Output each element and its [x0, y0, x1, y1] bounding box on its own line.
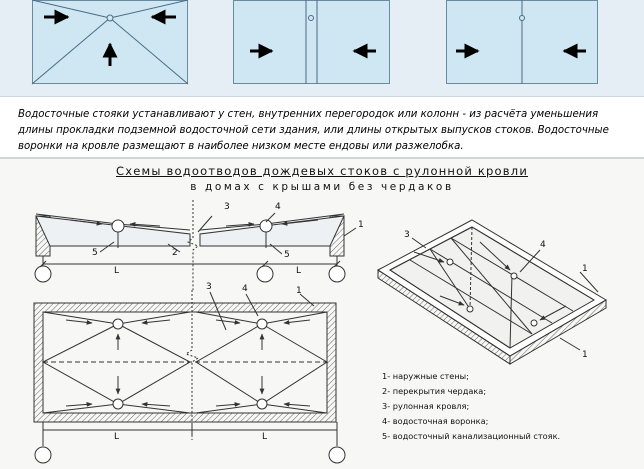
callout-5-left: 5 — [92, 248, 98, 258]
callout-2-section: 2 — [172, 248, 178, 258]
top-panels-drawing — [31, 0, 586, 85]
callout-1-section: 1 — [358, 220, 364, 230]
legend-item-5: 5- водосточный канализационный стояк. — [382, 431, 561, 441]
span-label-plan-right: L — [262, 432, 268, 442]
legend-item-3: 3- рулонная кровля; — [382, 401, 470, 411]
legend-item-1: 1- наружные стены; — [382, 371, 469, 381]
diagram-subtitle: в домах с крышами без чердаков — [190, 181, 454, 193]
roof-slab-left — [35, 215, 191, 247]
callout-1-plan: 1 — [296, 286, 302, 296]
callout-4-section: 4 — [275, 202, 281, 212]
callout-4-plan: 4 — [242, 284, 248, 294]
caption-paragraph: Водосточные стояки устанавливают у стен,… — [18, 109, 609, 152]
section-view — [34, 200, 357, 290]
roof-slab-right — [199, 215, 345, 247]
callout-5-right: 5 — [284, 250, 290, 260]
callout-1-iso-bottom: 1 — [582, 350, 588, 360]
roof-panel-two-door — [233, 0, 390, 84]
span-label-plan-left: L — [114, 432, 120, 442]
legend-item-2: 2- перекрытия чердака; — [382, 386, 487, 396]
callout-3-iso: 3 — [404, 230, 410, 240]
envelope-valley-lines — [31, 0, 189, 85]
funnel-marker-right — [519, 15, 525, 21]
span-label-section-right: L — [296, 266, 302, 276]
funnel-left — [111, 219, 125, 233]
funnel-marker-mid — [308, 15, 314, 21]
funnel-marker-top — [106, 14, 114, 22]
span-label-section-left: L — [114, 266, 120, 276]
diagram-title: Схемы водоотводов дождевых стоков с руло… — [115, 164, 528, 178]
callout-1-iso-top: 1 — [582, 264, 588, 274]
callout-3-section: 3 — [224, 202, 230, 212]
callout-3-plan: 3 — [206, 282, 212, 292]
isometric-view — [377, 219, 607, 365]
callout-4-iso: 4 — [540, 240, 546, 250]
legend-item-4: 4- водосточная воронка; — [382, 416, 489, 426]
plan-view — [33, 290, 346, 464]
